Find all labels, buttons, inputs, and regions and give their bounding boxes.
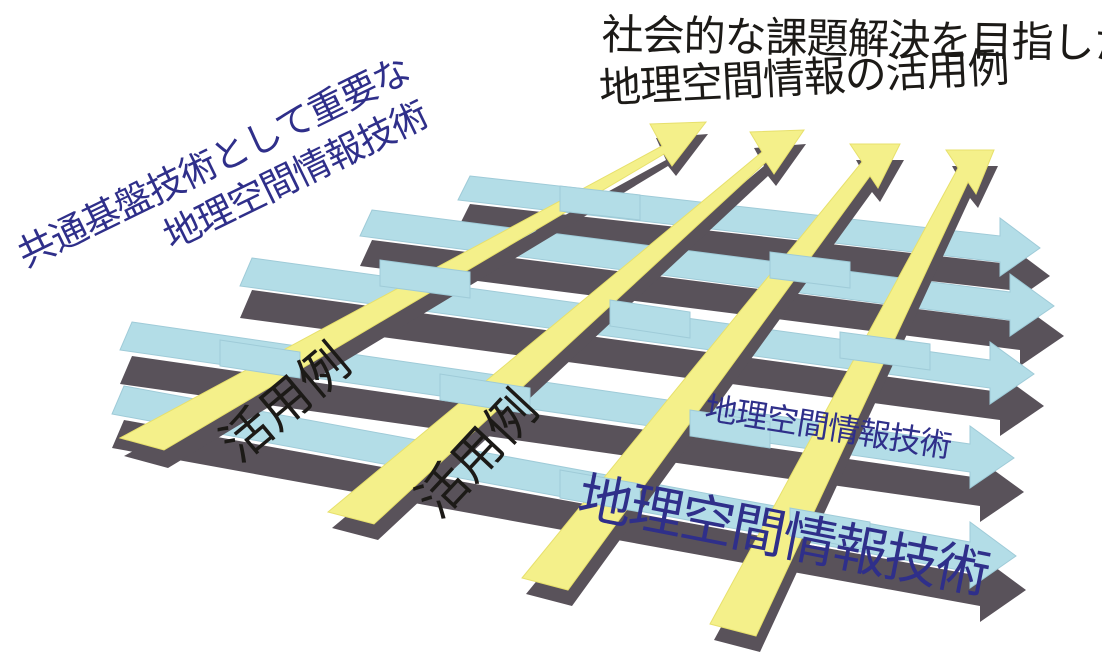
blue-arrow-overlap (609, 299, 691, 339)
blue-arrow-overlap (439, 373, 531, 415)
blue-arrow-shadow (120, 356, 1024, 522)
blue-arrow-overlap (379, 259, 471, 299)
blue-arrow-overlap (789, 507, 871, 551)
blue-arrow-overlap (689, 409, 771, 449)
blue-arrow-overlap (219, 339, 301, 379)
yellow-arrow-2 (326, 129, 805, 525)
yellow-arrow-4 (709, 149, 995, 637)
blue-arrow-overlap (559, 469, 641, 513)
blue-arrow-overlap (559, 185, 641, 221)
blue-arrow-shadow (360, 240, 1064, 366)
blue-arrow-overlap (769, 251, 851, 289)
blue-arrow-overlaps (219, 185, 931, 551)
blue-arrow-shadow (458, 204, 1050, 304)
blue-arrow-shadow (240, 290, 1044, 436)
blue-arrow-overlap (839, 331, 931, 371)
yellow-arrow-3 (521, 143, 901, 591)
